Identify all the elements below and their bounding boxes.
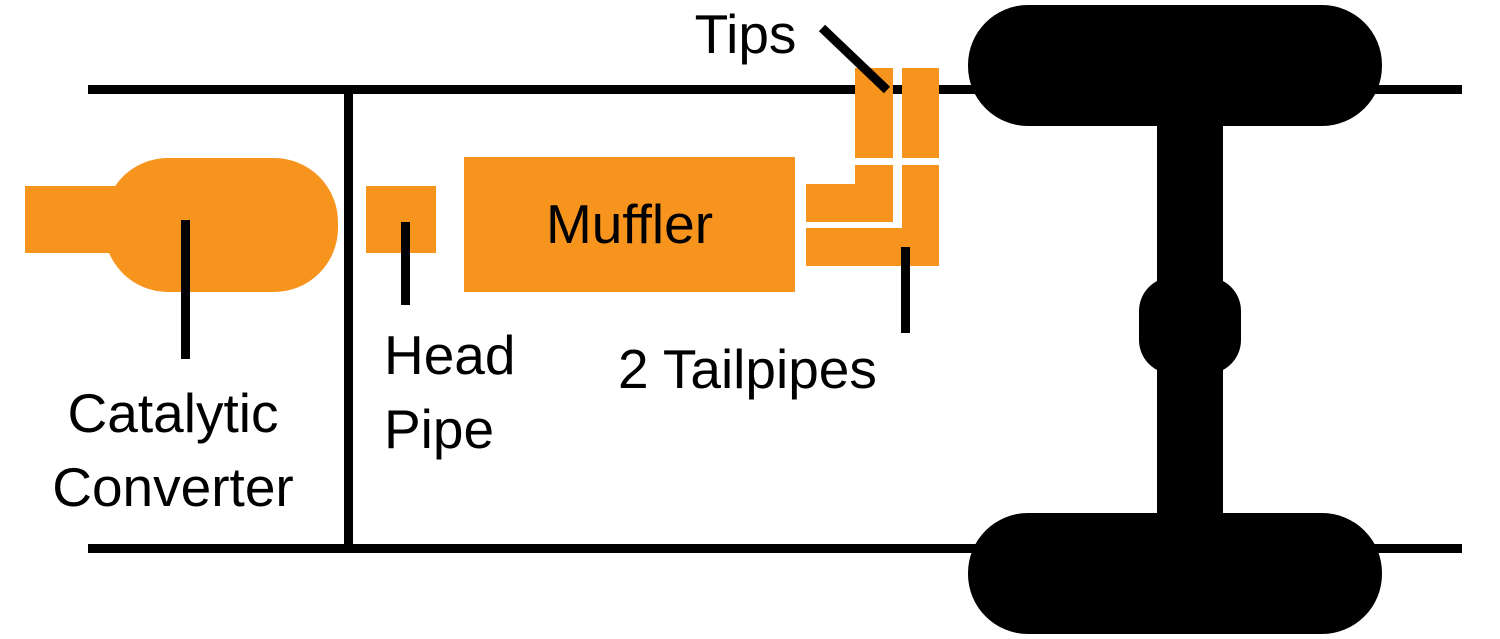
inlet-pipe-shape: [25, 186, 115, 253]
tailpipe-inner-riser: [855, 165, 893, 222]
catalytic-converter-label-line2: Converter: [52, 456, 294, 518]
frame-rail-bottom: [88, 544, 1462, 553]
frame-crossmember: [344, 85, 353, 553]
exhaust-tip-outer: [902, 68, 939, 158]
rear-tire-top: [968, 5, 1382, 126]
tips-label: Tips: [694, 3, 797, 65]
muffler-shape: Muffler: [464, 157, 795, 292]
muffler-label: Muffler: [545, 193, 714, 255]
tailpipe-outer-riser: [902, 165, 939, 266]
frame-rail-top: [88, 85, 1462, 94]
catalytic-converter-shape: [104, 158, 338, 292]
head-pipe-shape: [366, 186, 436, 253]
catalytic-converter-label-line1: Catalytic: [67, 382, 279, 444]
head-pipe-label-line1: Head: [384, 324, 516, 386]
rear-tire-bottom: [968, 513, 1382, 634]
catalytic-converter-label: Catalytic Converter: [25, 376, 321, 524]
exhaust-tip-inner: [855, 68, 893, 158]
head-pipe-label: Head Pipe: [384, 318, 515, 466]
rear-differential: [1139, 277, 1241, 374]
head-pipe-label-line2: Pipe: [384, 398, 495, 460]
tailpipes-label: 2 Tailpipes: [618, 338, 877, 400]
